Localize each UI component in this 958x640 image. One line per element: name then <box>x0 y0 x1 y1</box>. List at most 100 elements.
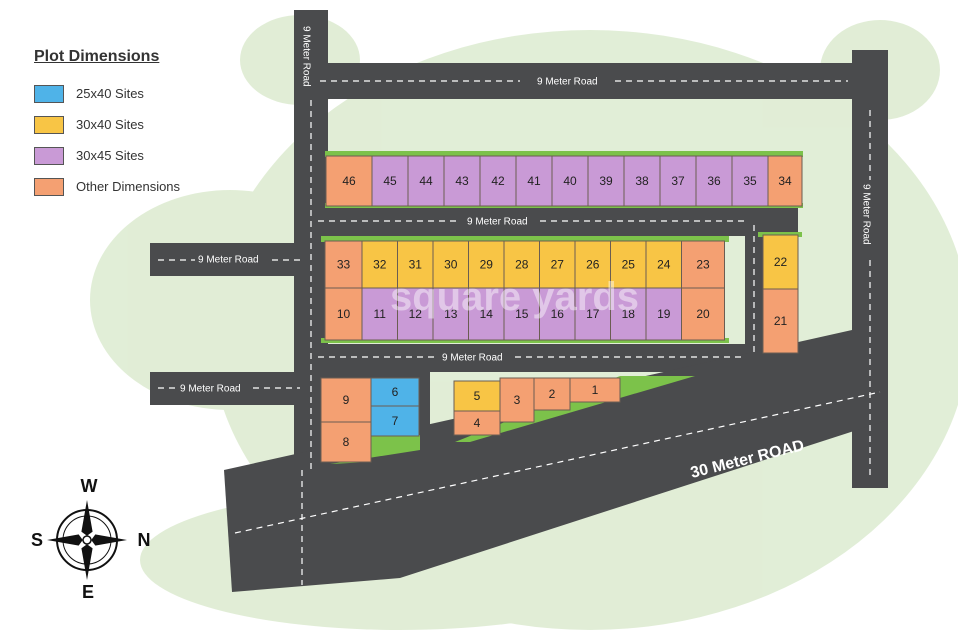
plot-22[interactable]: 22 <box>762 234 799 290</box>
plot-shape <box>361 240 398 289</box>
plot-32[interactable]: 32 <box>361 240 398 289</box>
plot-5[interactable]: 5 <box>453 380 501 412</box>
road-label-west-lower: 9 Meter Road <box>180 384 241 395</box>
plot-shape <box>397 287 434 341</box>
plot-35[interactable]: 35 <box>731 155 769 207</box>
legend-label: 30x40 Sites <box>76 117 144 132</box>
plot-1[interactable]: 1 <box>569 377 621 403</box>
plot-shape <box>370 377 420 407</box>
plot-40[interactable]: 40 <box>551 155 589 207</box>
plot-number: 9 <box>343 393 350 407</box>
plot-38[interactable]: 38 <box>623 155 661 207</box>
plot-number: 24 <box>657 258 671 272</box>
plot-12[interactable]: 12 <box>397 287 434 341</box>
plot-shape <box>320 421 372 463</box>
plot-number: 31 <box>409 258 423 272</box>
plot-number: 6 <box>392 385 399 399</box>
plot-number: 21 <box>774 314 788 328</box>
plot-number: 27 <box>551 258 565 272</box>
legend-swatch-blue <box>34 84 64 103</box>
plot-number: 17 <box>586 307 600 321</box>
plot-27[interactable]: 27 <box>539 240 576 289</box>
plot-shape <box>539 287 576 341</box>
plot-number: 32 <box>373 258 387 272</box>
plot-number: 34 <box>778 174 792 188</box>
compass: W E S N <box>31 476 151 602</box>
plot-43[interactable]: 43 <box>443 155 481 207</box>
plot-number: 41 <box>527 174 541 188</box>
plot-shape <box>432 287 469 341</box>
plot-19[interactable]: 19 <box>645 287 682 341</box>
plot-number: 2 <box>549 387 556 401</box>
plot-6[interactable]: 6 <box>370 377 420 407</box>
plot-shape <box>681 287 725 341</box>
compass-south: S <box>31 530 43 550</box>
plot-shape <box>539 240 576 289</box>
plot-shape <box>325 155 373 207</box>
plot-number: 8 <box>343 435 350 449</box>
plot-number: 37 <box>671 174 685 188</box>
legend-swatch-purple <box>34 146 64 165</box>
plot-24[interactable]: 24 <box>645 240 682 289</box>
road-label-inner-middle: 9 Meter Road <box>442 353 503 364</box>
plot-shape <box>574 287 611 341</box>
road-label-right-vertical: 9 Meter Road <box>861 184 872 245</box>
plot-30[interactable]: 30 <box>432 240 469 289</box>
plot-number: 39 <box>599 174 613 188</box>
plot-29[interactable]: 29 <box>468 240 505 289</box>
plot-46[interactable]: 46 <box>325 155 373 207</box>
plot-45[interactable]: 45 <box>371 155 409 207</box>
plot-31[interactable]: 31 <box>397 240 434 289</box>
plot-number: 15 <box>515 307 529 321</box>
road-label-left-vertical: 9 Meter Road <box>301 26 312 87</box>
plot-23[interactable]: 23 <box>681 240 725 289</box>
legend-item-other: Other Dimensions <box>34 171 180 202</box>
plot-44[interactable]: 44 <box>407 155 445 207</box>
road-label-west-upper: 9 Meter Road <box>198 255 259 266</box>
road-thirty-meter <box>224 330 888 592</box>
plot-7[interactable]: 7 <box>370 405 420 437</box>
plot-shape <box>407 155 445 207</box>
plot-41[interactable]: 41 <box>515 155 553 207</box>
plot-13[interactable]: 13 <box>432 287 469 341</box>
plot-number: 36 <box>707 174 721 188</box>
plot-36[interactable]: 36 <box>695 155 733 207</box>
plot-4[interactable]: 4 <box>453 410 501 436</box>
plot-10[interactable]: 10 <box>324 287 363 341</box>
plot-18[interactable]: 18 <box>610 287 647 341</box>
plot-2[interactable]: 2 <box>533 377 571 411</box>
plot-34[interactable]: 34 <box>767 155 803 207</box>
plot-number: 28 <box>515 258 529 272</box>
plot-number: 22 <box>774 255 788 269</box>
plot-shape <box>645 287 682 341</box>
plot-number: 29 <box>480 258 494 272</box>
plot-42[interactable]: 42 <box>479 155 517 207</box>
plot-number: 7 <box>392 414 399 428</box>
watermark: square yards <box>390 275 639 319</box>
plot-20[interactable]: 20 <box>681 287 725 341</box>
plot-shape <box>533 377 571 411</box>
compass-east: E <box>82 582 94 602</box>
plot-37[interactable]: 37 <box>659 155 697 207</box>
legend-item-30x45: 30x45 Sites <box>34 140 180 171</box>
plot-number: 20 <box>696 307 710 321</box>
compass-north: N <box>138 530 151 550</box>
plot-number: 19 <box>657 307 671 321</box>
plot-shape <box>370 405 420 437</box>
plot-number: 4 <box>474 416 481 430</box>
plot-9[interactable]: 9 <box>320 377 372 423</box>
plot-8[interactable]: 8 <box>320 421 372 463</box>
plot-3[interactable]: 3 <box>499 377 535 423</box>
plot-shape <box>731 155 769 207</box>
plot-15[interactable]: 15 <box>503 287 540 341</box>
plot-21[interactable]: 21 <box>762 288 799 354</box>
plot-33[interactable]: 33 <box>324 240 363 289</box>
legend-title: Plot Dimensions <box>34 48 160 65</box>
legend-item-25x40: 25x40 Sites <box>34 78 180 109</box>
plot-39[interactable]: 39 <box>587 155 625 207</box>
plot-number: 42 <box>491 174 505 188</box>
plot-28[interactable]: 28 <box>503 240 540 289</box>
plot-16[interactable]: 16 <box>539 287 576 341</box>
plot-17[interactable]: 17 <box>574 287 611 341</box>
